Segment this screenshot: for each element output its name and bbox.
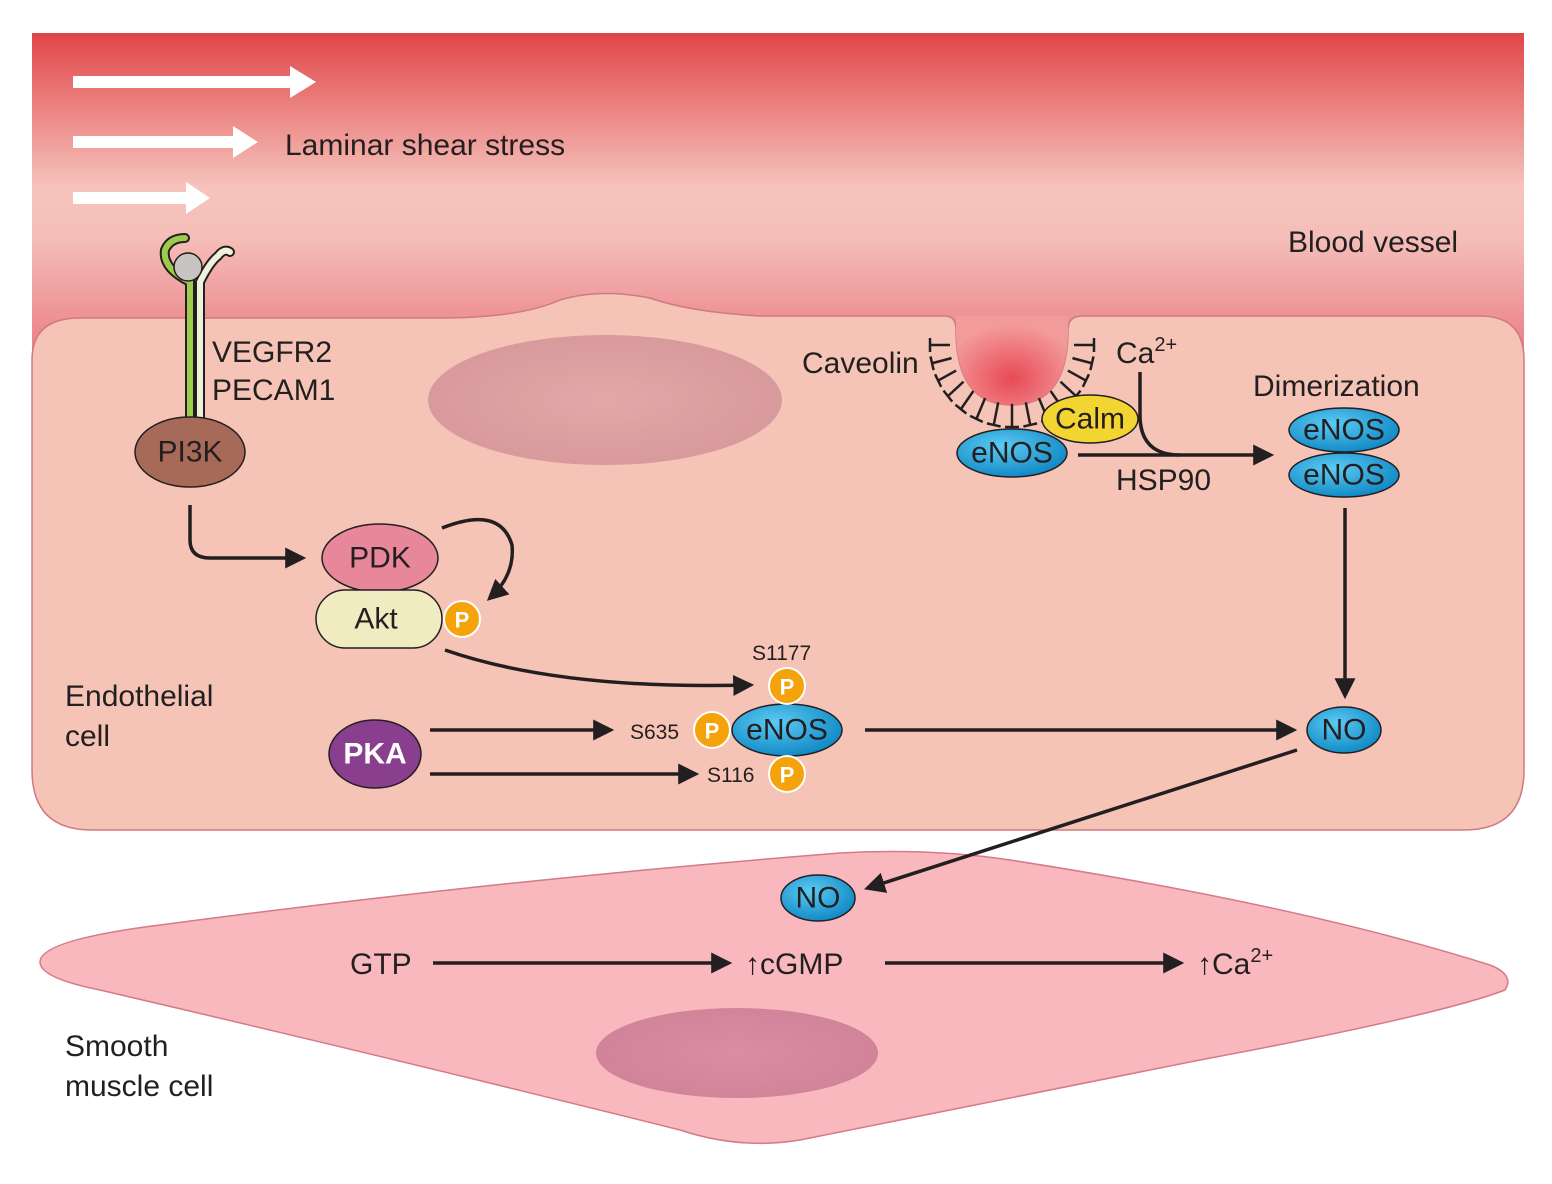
caveolin-spike [986, 402, 1001, 428]
calm-node [1041, 394, 1139, 444]
s635-label: S635 [630, 721, 679, 744]
enos-dimer-top [1288, 407, 1400, 453]
receptor [159, 233, 235, 425]
endothelial-label-2: cell [65, 720, 110, 753]
phosphate-label: P [455, 608, 470, 633]
vegfr2-label: VEGFR2 [212, 336, 332, 369]
no-label: NO [796, 882, 841, 915]
smooth-muscle-label-1: Smooth [65, 1030, 168, 1063]
caveolin-spike [929, 356, 952, 371]
pi3k-label: PI3K [157, 436, 222, 469]
caveolin-spike [933, 369, 957, 388]
hsp90-label: HSP90 [1116, 464, 1211, 497]
caveola [956, 316, 1068, 405]
phosphate-label: P [780, 675, 795, 700]
caveolin-spike [1005, 403, 1019, 429]
phosphate-s635 [693, 711, 731, 749]
caveolin-spike [1023, 402, 1038, 428]
no-diffusion-arrow [864, 748, 1298, 893]
akt-node [315, 589, 443, 649]
endothelial-nucleus [428, 335, 782, 465]
calm-label: Calm [1055, 403, 1125, 436]
phosphate-akt [443, 600, 481, 638]
no-node-smooth-muscle [780, 874, 856, 922]
caveolin-spike [928, 338, 950, 352]
caveolin-spike [1072, 356, 1095, 371]
smooth-muscle-label-2: muscle cell [65, 1070, 213, 1103]
endothelial-label-1: Endothelial [65, 680, 213, 713]
gtp-label: GTP [350, 948, 412, 981]
enos-label: eNOS [1303, 414, 1385, 447]
pka-label: PKA [343, 738, 406, 771]
ca-increase-label: ↑Ca2+ [1197, 945, 1273, 981]
enos-label: eNOS [971, 437, 1053, 470]
pdk-phosphorylation-arrow [441, 517, 515, 601]
pi3k-node [134, 416, 246, 488]
caveolin-spike [969, 397, 987, 424]
enos-dimer-bottom [1288, 452, 1400, 498]
phosphate-s116 [768, 755, 806, 793]
pi3k-to-pdk-arrow [188, 505, 307, 569]
no-node-endothelial [1306, 706, 1382, 754]
pka-node [328, 719, 422, 789]
enos-label: eNOS [1303, 459, 1385, 492]
enos-label: eNOS [746, 714, 828, 747]
dimerization-label: Dimerization [1253, 370, 1420, 403]
shear-arrows [73, 66, 316, 214]
ca-label: Ca2+ [1116, 334, 1177, 370]
blood-vessel-label: Blood vessel [1288, 226, 1458, 259]
caveolin-label: Caveolin [802, 347, 919, 380]
shear-stress-label: Laminar shear stress [285, 129, 565, 162]
akt-to-enos-arrow [444, 648, 755, 696]
pecam1-label: PECAM1 [212, 374, 335, 407]
phosphate-label: P [780, 763, 795, 788]
phosphate-s1177 [768, 667, 806, 705]
caveolin-spike [1074, 338, 1096, 352]
pdk-label: PDK [349, 542, 411, 575]
s1177-label: S1177 [752, 642, 811, 665]
s116-label: S116 [707, 764, 755, 787]
caveolin-spike [954, 390, 975, 415]
akt-label: Akt [354, 603, 398, 636]
phosphate-label: P [705, 719, 720, 744]
smooth-muscle-cell [39, 850, 1509, 1145]
smooth-muscle-nucleus [596, 1008, 878, 1098]
caveolin-spike [942, 380, 965, 403]
cgmp-label: ↑cGMP [745, 948, 843, 981]
enos-node-caveolar [956, 428, 1068, 478]
caveolin-spike [1067, 369, 1091, 388]
no-label: NO [1322, 714, 1367, 747]
